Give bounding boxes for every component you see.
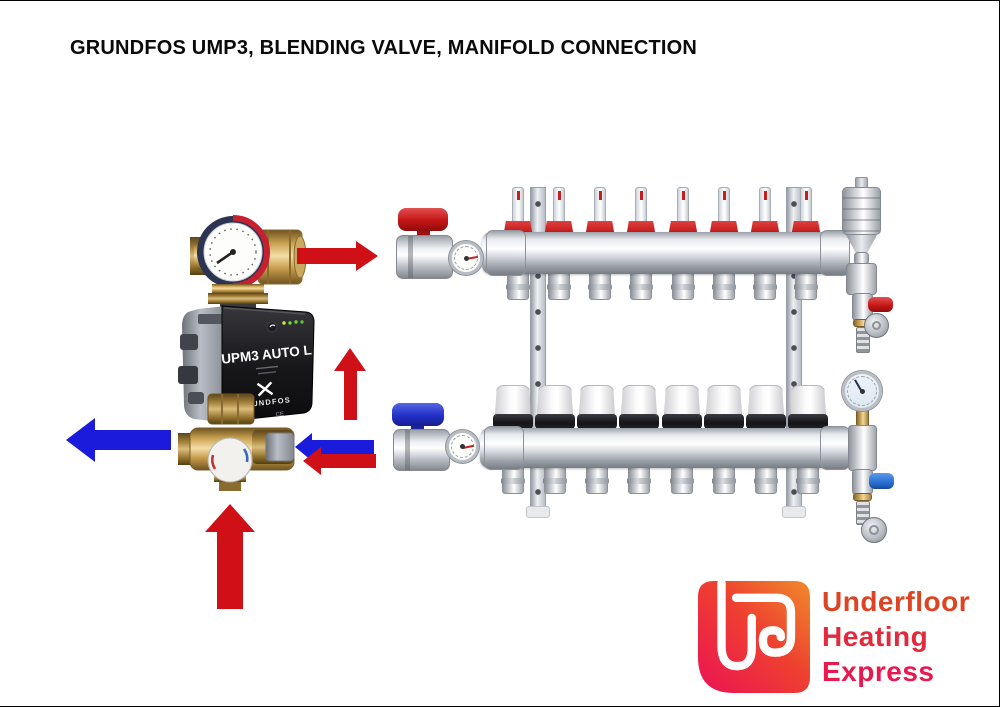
return-cap-black-ring: [662, 414, 702, 429]
flow-meter-float: [558, 191, 561, 200]
return-valve-cap: [619, 385, 659, 431]
return-cap-black-ring: [746, 414, 786, 429]
flow-end-tee: [846, 263, 877, 295]
return-cap-row: [0, 385, 999, 431]
blending-valve: [178, 393, 295, 491]
return-manifold-bar: [480, 428, 846, 468]
flow-meter-float: [640, 191, 643, 200]
underfloor-heating-express-logo-text: Underfloor Heating Express: [822, 584, 970, 689]
flow-meter-float: [517, 191, 520, 200]
gauge-needle: [216, 250, 234, 265]
pump-assembly: UPM3 AUTO L GRUNDFOS CE: [178, 215, 315, 491]
flow-bar-left-sleeve: [486, 230, 526, 276]
return-cap-black-ring: [788, 414, 828, 429]
flow-outlet-port: [712, 271, 736, 300]
flow-outlet-port: [547, 271, 571, 300]
return-valve-cap: [746, 385, 786, 431]
return-outlet-port: [543, 465, 567, 494]
underfloor-heating-express-logo-icon: [698, 581, 810, 693]
bracket-foot-right: [782, 506, 806, 518]
valve-left-port: [178, 433, 193, 465]
air-vent-cone: [846, 235, 877, 253]
flow-outlet-port: [671, 271, 695, 300]
return-cap-black-ring: [577, 414, 617, 429]
logo-line-express: Express: [822, 656, 935, 687]
return-drain-blue-lever: [869, 473, 894, 489]
return-cap-white-body: [621, 385, 657, 419]
return-valve-cap: [577, 385, 617, 431]
flow-manifold-bar: [482, 232, 846, 274]
bracket-foot-left: [526, 506, 550, 518]
grundfos-logo-icon: [256, 381, 274, 397]
flow-outlet-port: [794, 271, 818, 300]
return-outlet-port: [501, 465, 525, 494]
return-valve-blue-handle: [392, 403, 444, 426]
pump-led-indicators: [282, 320, 304, 325]
knob-hot-mark: [211, 454, 217, 470]
return-port-row: [0, 465, 999, 494]
return-outlet-port: [796, 465, 820, 494]
pump-control-box: UPM3 AUTO L GRUNDFOS CE: [221, 305, 315, 422]
return-drain-cap: [861, 517, 887, 543]
flow-meter-float: [805, 191, 808, 200]
flow-outlet-port: [629, 271, 653, 300]
return-outlet-port: [585, 465, 609, 494]
return-valve-cap: [535, 385, 575, 431]
return-cap-black-ring: [535, 414, 575, 429]
air-vent-cylinder: [842, 187, 881, 235]
flow-meter-float: [723, 191, 726, 200]
flow-meter-float: [599, 191, 602, 200]
pump-pressure-gauge: [197, 215, 270, 289]
logo-line-underfloor: Underfloor: [822, 586, 971, 617]
return-cap-white-body: [748, 385, 784, 419]
flow-drain-cap: [864, 313, 889, 338]
flow-valve-red-handle: [398, 208, 448, 231]
flow-meter-float: [764, 191, 767, 200]
return-outlet-port: [627, 465, 651, 494]
return-drain-brass-ring: [853, 493, 872, 501]
logo-line-heating: Heating: [822, 621, 929, 652]
flow-isolation-valve: [396, 235, 453, 279]
knob-cold-mark: [242, 448, 249, 463]
pump-ce-mark: CE: [275, 412, 284, 419]
flow-meter-float: [682, 191, 685, 200]
return-isolation-valve: [393, 429, 450, 471]
return-end-tee: [848, 425, 877, 471]
flow-temperature-gauge: [449, 241, 483, 275]
return-cap-black-ring: [493, 414, 533, 429]
return-valve-cap: [662, 385, 702, 431]
return-valve-cap: [493, 385, 533, 431]
return-valve-cap: [704, 385, 744, 431]
flow-outlet-port: [753, 271, 777, 300]
return-temperature-gauge: [446, 430, 479, 463]
return-outlet-port: [754, 465, 778, 494]
flow-outlet-port: [588, 271, 612, 300]
pump-collar: [212, 284, 264, 293]
flow-drain-red-lever: [868, 297, 893, 312]
pump-collar-nut: [208, 293, 268, 304]
return-outlet-port: [670, 465, 694, 494]
pump-button: [266, 321, 278, 333]
return-pressure-gauge: [842, 371, 882, 411]
return-bar-right-sleeve: [820, 426, 850, 470]
return-cap-black-ring: [704, 414, 744, 429]
flow-bar-right-sleeve: [820, 230, 850, 276]
page-title: GRUNDFOS UMP3, BLENDING VALVE, MANIFOLD …: [70, 37, 698, 59]
return-bar-left-sleeve: [484, 426, 524, 470]
return-valve-cap: [788, 385, 828, 431]
return-cap-black-ring: [619, 414, 659, 429]
return-outlet-port: [712, 465, 736, 494]
